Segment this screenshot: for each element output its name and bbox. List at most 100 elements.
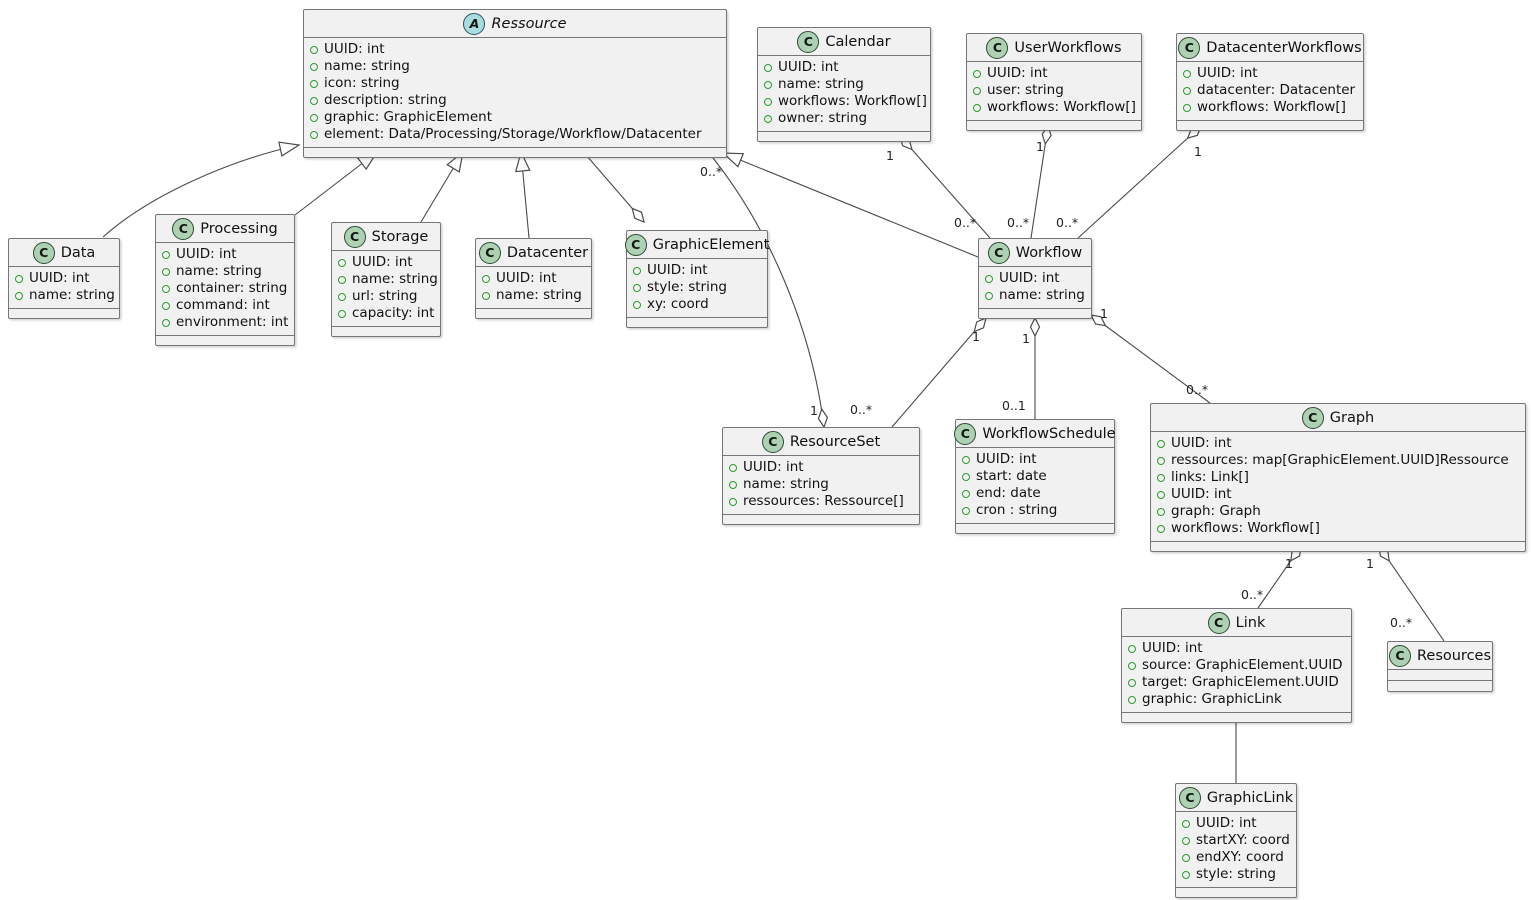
field-label: name: string <box>176 263 262 279</box>
methods-compartment <box>1388 681 1492 691</box>
field-label: UUID: int <box>176 246 237 262</box>
class-calendar: C Calendar UUID: int name: string workfl… <box>757 27 931 142</box>
field-label: UUID: int <box>976 451 1037 467</box>
class-name: UserWorkflows <box>1014 39 1122 56</box>
field-label: name: string <box>999 287 1085 303</box>
field-label: name: string <box>496 287 582 303</box>
mult-workflow-schedule-one: 1 <box>1022 331 1030 346</box>
field-label: links: Link[] <box>1171 469 1249 485</box>
field-visibility-icon <box>729 480 737 489</box>
field-visibility-icon <box>764 97 772 106</box>
class-icon: C <box>761 430 784 453</box>
mult-workflow-graph-one: 1 <box>1100 306 1108 321</box>
edge-agg-userworkflows-workflow <box>1030 124 1052 239</box>
field-label: icon: string <box>324 75 400 91</box>
class-graph: C Graph UUID: int ressources: map[Graphi… <box>1150 403 1526 552</box>
field-label: UUID: int <box>999 270 1060 286</box>
field-visibility-icon <box>1128 661 1136 670</box>
mult-resourceset-one: 1 <box>810 403 818 418</box>
field-label: UUID: int <box>1171 435 1232 451</box>
class-icon: C <box>954 422 977 445</box>
field-label: user: string <box>987 82 1064 98</box>
mult-workflow-schedule-optional: 0..1 <box>1002 398 1026 413</box>
field-label: xy: coord <box>647 296 709 312</box>
methods-compartment <box>1122 713 1351 722</box>
edge-agg-workflow-resourceset <box>891 316 987 428</box>
field-visibility-icon <box>162 250 170 259</box>
edge-inheritance-processing-ressource <box>294 150 379 216</box>
methods-compartment <box>156 336 294 345</box>
field-label: cron : string <box>976 502 1058 518</box>
field-visibility-icon <box>1182 819 1190 828</box>
field-visibility-icon <box>162 267 170 276</box>
mult-userworkflows-workflow-many: 0..* <box>1007 215 1029 230</box>
field-label: workflows: Workflow[] <box>987 99 1136 115</box>
field-visibility-icon <box>310 130 318 139</box>
methods-compartment <box>304 148 726 157</box>
field-visibility-icon <box>1157 473 1165 482</box>
field-visibility-icon <box>310 45 318 54</box>
field-visibility-icon <box>729 497 737 506</box>
field-label: datacenter: Datacenter <box>1197 82 1356 98</box>
class-name: Datacenter <box>506 244 589 261</box>
field-label: UUID: int <box>778 59 839 75</box>
class-graphiclink: C GraphicLink UUID: int startXY: coord e… <box>1175 783 1297 898</box>
field-visibility-icon <box>1128 644 1136 653</box>
field-visibility-icon <box>310 96 318 105</box>
field-visibility-icon <box>482 274 490 283</box>
class-name: Link <box>1235 614 1266 631</box>
field-visibility-icon <box>1183 69 1191 78</box>
class-icon: C <box>1178 786 1201 809</box>
fields-compartment <box>1388 670 1492 681</box>
edge-agg-datacenterworkflows-workflow <box>1077 125 1202 239</box>
field-label: ressources: Ressource[] <box>743 493 904 509</box>
field-visibility-icon <box>1157 524 1165 533</box>
field-label: container: string <box>176 280 288 296</box>
field-visibility-icon <box>338 258 346 267</box>
field-visibility-icon <box>1183 86 1191 95</box>
class-name: ResourceSet <box>789 433 881 450</box>
class-workflow: C Workflow UUID: int name: string <box>978 238 1092 319</box>
field-visibility-icon <box>338 275 346 284</box>
edge-agg-calendar-workflow <box>899 134 991 239</box>
class-icon: C <box>478 241 501 264</box>
field-visibility-icon <box>962 489 970 498</box>
mult-datacenterworkflows-one: 1 <box>1194 144 1202 159</box>
class-icon: C <box>1301 406 1324 429</box>
field-visibility-icon <box>1157 456 1165 465</box>
mult-workflow-graph-many: 0..* <box>1186 382 1208 397</box>
edge-agg-ressource-graphicelement <box>579 147 645 224</box>
field-label: UUID: int <box>1142 640 1203 656</box>
methods-compartment <box>627 318 767 327</box>
field-label: start: date <box>976 468 1047 484</box>
mult-graph-resources-many: 0..* <box>1390 615 1412 630</box>
field-visibility-icon <box>338 292 346 301</box>
methods-compartment <box>1177 121 1363 130</box>
edge-agg-graph-resources <box>1378 544 1445 642</box>
class-name: DatacenterWorkflows <box>1206 39 1362 56</box>
class-icon: C <box>1207 611 1230 634</box>
field-label: UUID: int <box>29 270 90 286</box>
field-visibility-icon <box>162 284 170 293</box>
field-visibility-icon <box>1157 439 1165 448</box>
field-visibility-icon <box>985 291 993 300</box>
mult-datacenterworkflows-workflow-many: 0..* <box>1056 215 1078 230</box>
class-link: C Link UUID: int source: GraphicElement.… <box>1121 608 1352 723</box>
methods-compartment <box>956 524 1114 533</box>
field-label: startXY: coord <box>1196 832 1290 848</box>
field-label: name: string <box>778 76 864 92</box>
class-workflowschedule: C WorkflowSchedule UUID: int start: date… <box>954 419 1116 534</box>
class-resources: C Resources <box>1387 641 1493 692</box>
methods-compartment <box>758 132 930 141</box>
field-label: url: string <box>352 288 418 304</box>
class-icon: C <box>797 30 820 53</box>
field-label: source: GraphicElement.UUID <box>1142 657 1343 673</box>
class-icon: C <box>343 225 366 248</box>
field-visibility-icon <box>962 506 970 515</box>
field-label: end: date <box>976 485 1041 501</box>
class-name: GraphicLink <box>1206 789 1294 806</box>
class-graphicelement: C GraphicElement UUID: int style: string… <box>624 230 769 328</box>
class-icon: C <box>986 36 1009 59</box>
field-label: workflows: Workflow[] <box>1171 520 1320 536</box>
